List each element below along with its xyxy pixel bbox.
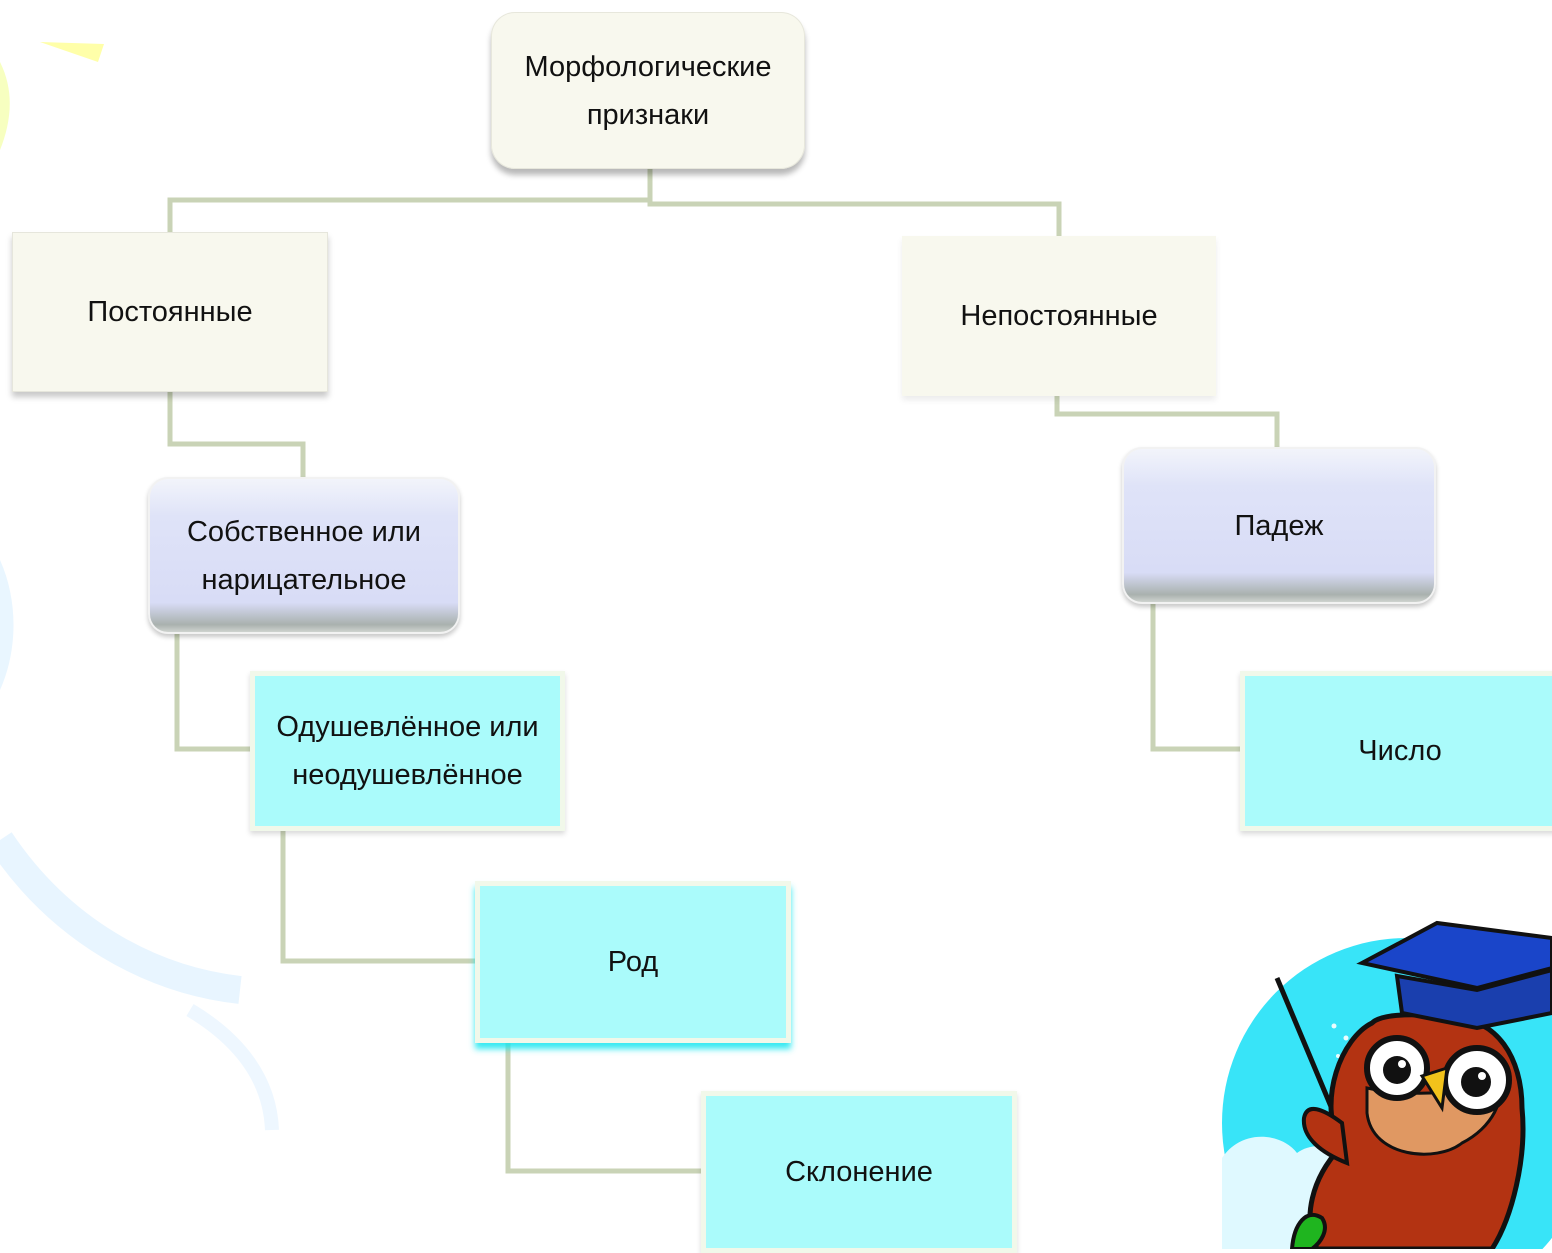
node-animate-or-inanimate: Одушевлённое или неодушевлённое <box>250 671 565 831</box>
connector-nonconstant-case <box>1054 396 1280 447</box>
connector-constant-proper <box>167 392 306 477</box>
connector-proper-animate <box>174 634 250 752</box>
node-case-label: Падеж <box>1234 509 1324 542</box>
node-number-label: Число <box>1358 735 1442 767</box>
node-morphological-features-line1: Морфологические <box>524 50 772 83</box>
connector-gender-declension <box>505 1043 701 1174</box>
node-nonconstant: Непостоянные <box>902 236 1216 396</box>
node-declension: Склонение <box>701 1091 1017 1253</box>
node-proper-or-common: Собственное или нарицательное <box>148 477 460 634</box>
connector-root-nonconstant <box>647 200 1062 236</box>
node-number: Число <box>1240 671 1552 831</box>
owl-wing <box>1301 1107 1350 1167</box>
node-case: Падеж <box>1122 447 1436 604</box>
node-animate-or-inanimate-line1: Одушевлённое или <box>276 711 539 743</box>
owl-beak <box>1419 1065 1449 1113</box>
connector-root-constant <box>167 169 653 232</box>
node-declension-label: Склонение <box>785 1156 933 1188</box>
node-morphological-features: Морфологические признаки <box>491 12 805 169</box>
node-constant: Постоянные <box>12 232 328 392</box>
node-nonconstant-label: Непостоянные <box>960 300 1158 332</box>
leaf-icon <box>1289 1212 1327 1249</box>
node-animate-or-inanimate-line2: неодушевлённое <box>292 759 523 791</box>
connector-animate-gender <box>280 831 475 964</box>
graduation-cap-icon <box>1356 920 1552 991</box>
node-morphological-features-line2: признаки <box>586 98 710 131</box>
node-gender: Род <box>475 881 791 1043</box>
node-proper-or-common-line1: Собственное или <box>186 515 421 548</box>
node-proper-or-common-line2: нарицательное <box>201 563 407 596</box>
node-constant-label: Постоянные <box>87 296 253 328</box>
owl-mascot-illustration <box>1222 918 1552 1249</box>
connector-case-number <box>1150 604 1240 752</box>
node-gender-label: Род <box>607 946 659 978</box>
